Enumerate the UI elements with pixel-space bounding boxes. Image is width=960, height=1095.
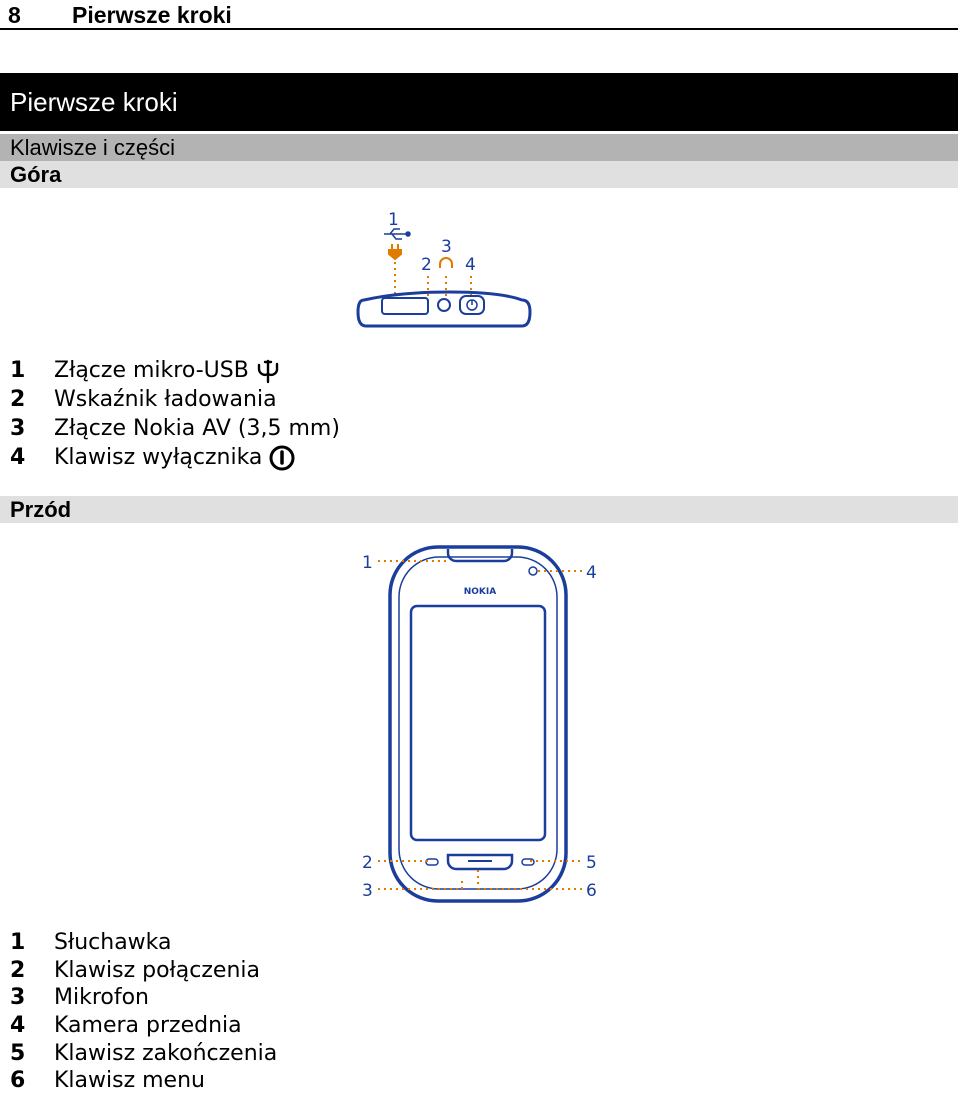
list-item: 4 Klawisz wyłącznika [10, 443, 340, 472]
item-label: Klawisz zakończenia [54, 1040, 278, 1066]
list-item: 2 Klawisz połączenia [10, 957, 277, 985]
item-label: Złącze mikro-USB [54, 358, 249, 383]
list-item: 1 Słuchawka [10, 929, 277, 957]
top-callout-4: 4 [465, 255, 476, 275]
usb-icon [257, 359, 278, 383]
usb-icon [384, 228, 411, 240]
item-label: Kamera przednia [54, 1013, 242, 1039]
top-view-heading-bar: Góra [0, 161, 958, 188]
top-callout-1: 1 [388, 210, 399, 230]
item-number: 4 [10, 445, 26, 470]
front-view-legend: 1 Słuchawka 2 Klawisz połączenia 3 Mikro… [10, 929, 277, 1095]
brand-logo: NOKIA [464, 587, 497, 597]
front-view-heading: Przód [10, 497, 72, 522]
item-number: 2 [10, 387, 26, 412]
item-label: Wskaźnik ładowania [54, 387, 277, 412]
list-item: 3 Złącze Nokia AV (3,5 mm) [10, 414, 340, 443]
page-number: 8 [8, 2, 21, 28]
section-title-bar: Klawisze i części [0, 134, 958, 161]
item-number: 2 [10, 957, 26, 983]
power-icon [269, 445, 295, 470]
top-callout-3: 3 [441, 237, 452, 257]
item-label: Mikrofon [54, 985, 150, 1011]
running-header: 8 Pierwsze kroki [0, 0, 958, 30]
chapter-title-bar: Pierwsze kroki [0, 73, 958, 131]
list-item: 2 Wskaźnik ładowania [10, 385, 340, 414]
front-callout-5: 5 [586, 853, 597, 873]
top-view-heading: Góra [10, 162, 62, 187]
list-item: 3 Mikrofon [10, 984, 277, 1012]
top-callout-2: 2 [421, 255, 432, 275]
item-label: Słuchawka [54, 930, 172, 956]
item-label: Klawisz połączenia [54, 957, 261, 983]
front-view-heading-bar: Przód [0, 496, 958, 523]
item-label: Klawisz wyłącznika [54, 445, 263, 470]
list-item: 1 Złącze mikro-USB [10, 356, 340, 385]
top-view-diagram: 1 2 3 4 [356, 210, 532, 328]
item-label: Złącze Nokia AV (3,5 mm) [54, 416, 340, 441]
item-number: 3 [10, 416, 26, 441]
headphones-icon [439, 257, 453, 268]
chapter-title: Pierwsze kroki [10, 87, 178, 117]
item-number: 1 [10, 358, 26, 383]
item-number: 1 [10, 930, 26, 956]
list-item: 5 Klawisz zakończenia [10, 1039, 277, 1067]
item-number: 4 [10, 1013, 26, 1039]
front-callout-4: 4 [586, 563, 597, 583]
running-title: Pierwsze kroki [72, 2, 232, 28]
front-callout-1: 1 [362, 553, 373, 573]
list-item: 6 Klawisz menu [10, 1067, 277, 1095]
top-view-legend: 1 Złącze mikro-USB 2 Wskaźnik ładowania … [10, 356, 340, 472]
item-number: 6 [10, 1068, 26, 1094]
list-item: 4 Kamera przednia [10, 1012, 277, 1040]
front-callout-2: 2 [362, 853, 373, 873]
front-view-diagram: 1 2 3 4 5 6 NOKIA [362, 545, 597, 903]
front-callout-3: 3 [362, 881, 373, 901]
front-callout-6: 6 [586, 881, 597, 901]
charger-icon [388, 244, 402, 261]
item-number: 5 [10, 1040, 26, 1066]
item-label: Klawisz menu [54, 1068, 205, 1094]
item-number: 3 [10, 985, 26, 1011]
section-title: Klawisze i części [10, 135, 176, 160]
